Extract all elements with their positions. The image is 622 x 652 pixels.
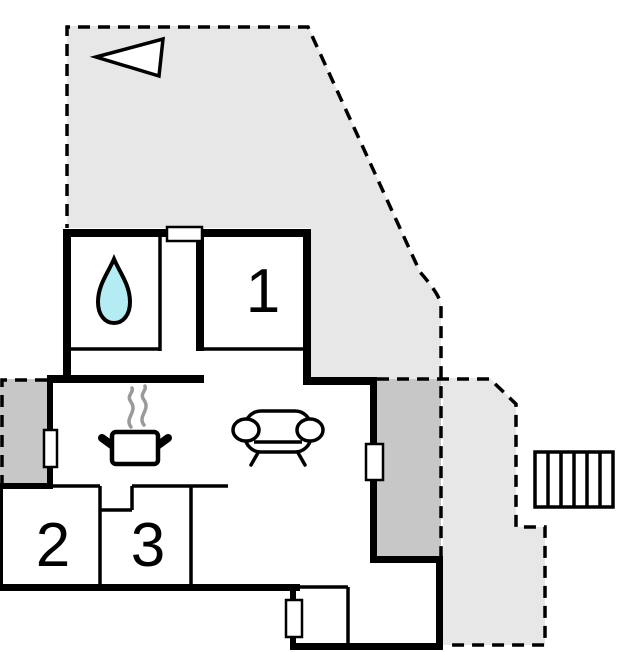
wall-room1-east (303, 229, 311, 385)
wall-room2-west (0, 488, 3, 585)
terrace-door-top (165, 225, 204, 243)
house-footprint (0, 228, 443, 650)
stairs-icon (533, 450, 615, 509)
water-drop-icon (95, 253, 133, 326)
room2-label: 2 (36, 511, 70, 580)
patio-wall-left (0, 379, 47, 484)
wall-vestibule-east (436, 556, 443, 650)
stove-pot-icon (98, 384, 172, 467)
steam-icon (127, 384, 148, 429)
partition-vestibule-inner (296, 585, 350, 645)
entrance-door-south (284, 598, 304, 639)
north-arrow-icon (89, 36, 166, 79)
wall-southeast-step (370, 556, 443, 563)
sofa-icon (231, 409, 325, 467)
partition-room3-door-niche (100, 486, 134, 512)
window-east (364, 442, 385, 482)
patio-wall-right (377, 379, 441, 559)
wall-living-northeast (303, 377, 377, 385)
room1-label: 1 (246, 257, 280, 326)
window-west (42, 428, 59, 469)
wall-south-rooms (0, 584, 300, 591)
wall-bath-south (47, 375, 204, 383)
wall-corridor-east (196, 237, 204, 351)
room3-label: 3 (131, 511, 165, 580)
wall-west-upper (63, 229, 71, 382)
patio-wall-left-dashed-edge (0, 378, 47, 483)
pot-body (109, 429, 161, 467)
terrace-area (67, 26, 545, 645)
wall-south-bottom (290, 643, 443, 650)
